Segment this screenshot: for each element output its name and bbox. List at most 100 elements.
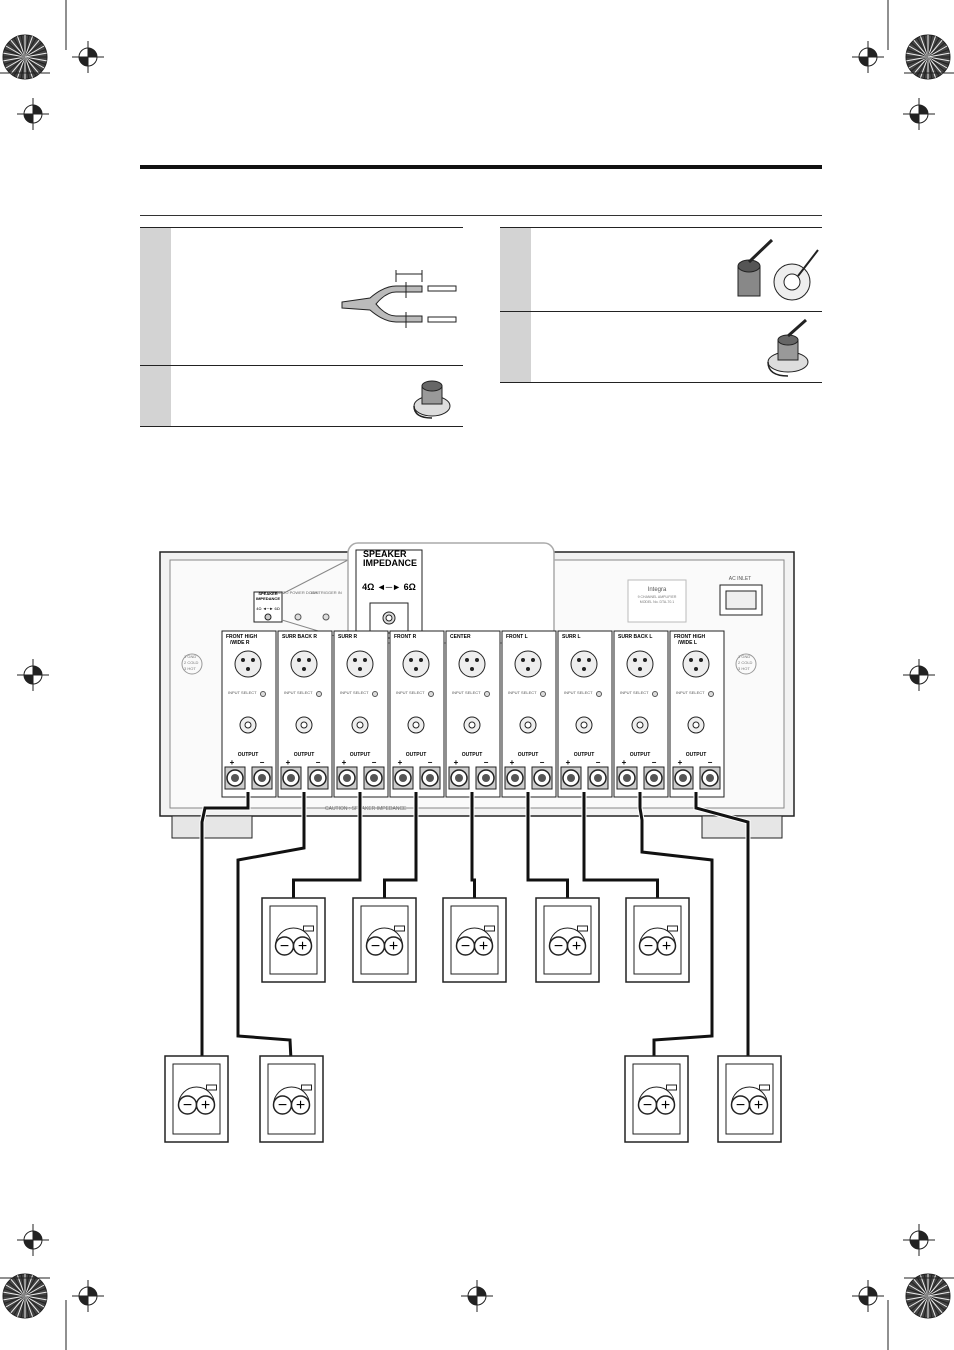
output-plus: + (230, 758, 235, 767)
output-plus: + (622, 758, 627, 767)
speaker-minus-sign: − (461, 938, 470, 955)
starburst-ray (913, 56, 929, 75)
starburst-ray (910, 56, 929, 72)
panel-switch-label-1: SPEAKER (258, 591, 277, 596)
starburst-ray (907, 1288, 929, 1297)
output-plus: + (566, 758, 571, 767)
speaker-plus-sign: + (389, 938, 398, 955)
terminal-knob-center (623, 774, 631, 782)
output-minus: − (428, 758, 433, 767)
xlr-pin (699, 658, 703, 662)
registration-starburst (905, 34, 951, 80)
terminal-tighten-icon (767, 318, 809, 377)
speaker: −+ (259, 1055, 324, 1143)
xlr-pin (358, 667, 362, 671)
starburst-ray (927, 1295, 950, 1301)
channel-name: FRONT L (506, 634, 528, 640)
starburst-ray (907, 49, 929, 58)
speaker-terminal-plus[interactable] (195, 1095, 216, 1115)
input-select-switch[interactable] (652, 691, 658, 697)
terminal-knob-center (594, 774, 602, 782)
xlr-input-jack[interactable] (290, 650, 318, 678)
speaker-arc (178, 1086, 215, 1106)
xlr-pin (414, 667, 418, 671)
starburst-ray (913, 1278, 929, 1297)
speaker-terminal-plus[interactable] (748, 1095, 769, 1115)
model-line-1: 9 CHANNEL AMPLIFIER (638, 595, 677, 599)
starburst-ray (927, 42, 946, 58)
starburst-ray (24, 56, 46, 65)
trigger-in-jack[interactable] (322, 613, 330, 621)
speaker-terminal-plus[interactable] (473, 936, 494, 956)
starburst-ray (920, 1275, 929, 1297)
starburst-ray (20, 35, 26, 58)
starburst-ray (7, 56, 26, 72)
starburst-ray (927, 1284, 948, 1297)
speaker-terminal-plus[interactable] (566, 936, 587, 956)
step-number-cell (500, 228, 531, 311)
xlr-input-jack[interactable] (346, 650, 374, 678)
speaker-terminal-plus[interactable] (290, 1095, 311, 1115)
input-select-label: INPUT SELECT (452, 690, 481, 695)
xlr-input-jack[interactable] (626, 650, 654, 678)
xlr-pin (302, 667, 306, 671)
starburst-ray (927, 1278, 943, 1297)
starburst-ray (923, 35, 929, 58)
output-label: OUTPUT (406, 752, 427, 758)
channel-name: CENTER (450, 634, 471, 640)
terminal-knob-center (231, 774, 239, 782)
starburst-ray (920, 1295, 929, 1317)
starburst-ray (4, 49, 26, 58)
starburst-ray (927, 1295, 943, 1314)
speaker: −+ (624, 1055, 689, 1143)
speaker: −+ (442, 897, 507, 983)
starburst-ray (908, 56, 929, 69)
speaker-terminal-plus[interactable] (656, 936, 677, 956)
starburst-ray (24, 1295, 37, 1316)
input-select-switch[interactable] (484, 691, 490, 697)
starburst-ray (4, 56, 26, 65)
speaker-terminal-plus[interactable] (292, 936, 313, 956)
input-select-switch[interactable] (540, 691, 546, 697)
xlr-input-jack[interactable] (402, 650, 430, 678)
auto-power-down-switch[interactable] (294, 613, 302, 621)
starburst-ray (920, 56, 929, 78)
speaker-terminal-plus[interactable] (383, 936, 404, 956)
input-select-switch[interactable] (428, 691, 434, 697)
speaker-arc (456, 927, 493, 947)
starburst-ray (910, 42, 929, 58)
terminal-tighten-icon (413, 380, 451, 419)
xlr-pin (241, 658, 245, 662)
xlr-pin (638, 667, 642, 671)
input-select-switch[interactable] (372, 691, 378, 697)
speaker: −+ (535, 897, 600, 983)
starburst-ray (906, 56, 929, 62)
xlr-input-jack[interactable] (234, 650, 262, 678)
step-number-cell (140, 366, 171, 426)
step-box-4 (500, 311, 822, 383)
xlr-input-jack[interactable] (682, 650, 710, 678)
starburst-ray (913, 1295, 929, 1314)
speaker-terminal-plus[interactable] (655, 1095, 676, 1115)
starburst-ray (24, 1295, 46, 1304)
starburst-ray (927, 1281, 946, 1297)
section-rule-bottom (140, 215, 822, 216)
speaker-wire-tag (667, 925, 678, 932)
xlr-input-jack[interactable] (570, 650, 598, 678)
starburst-ray (927, 1295, 946, 1311)
input-select-switch[interactable] (708, 691, 714, 697)
input-select-switch[interactable] (596, 691, 602, 697)
impedance-switch-knob[interactable] (264, 613, 272, 621)
input-select-switch[interactable] (260, 691, 266, 697)
output-plus: + (342, 758, 347, 767)
registration-crosshair (17, 659, 49, 691)
xlr-input-jack[interactable] (458, 650, 486, 678)
xlr-pin (470, 667, 474, 671)
terminal-knob-center (706, 774, 714, 782)
input-select-switch[interactable] (316, 691, 322, 697)
xlr-input-jack[interactable] (514, 650, 542, 678)
